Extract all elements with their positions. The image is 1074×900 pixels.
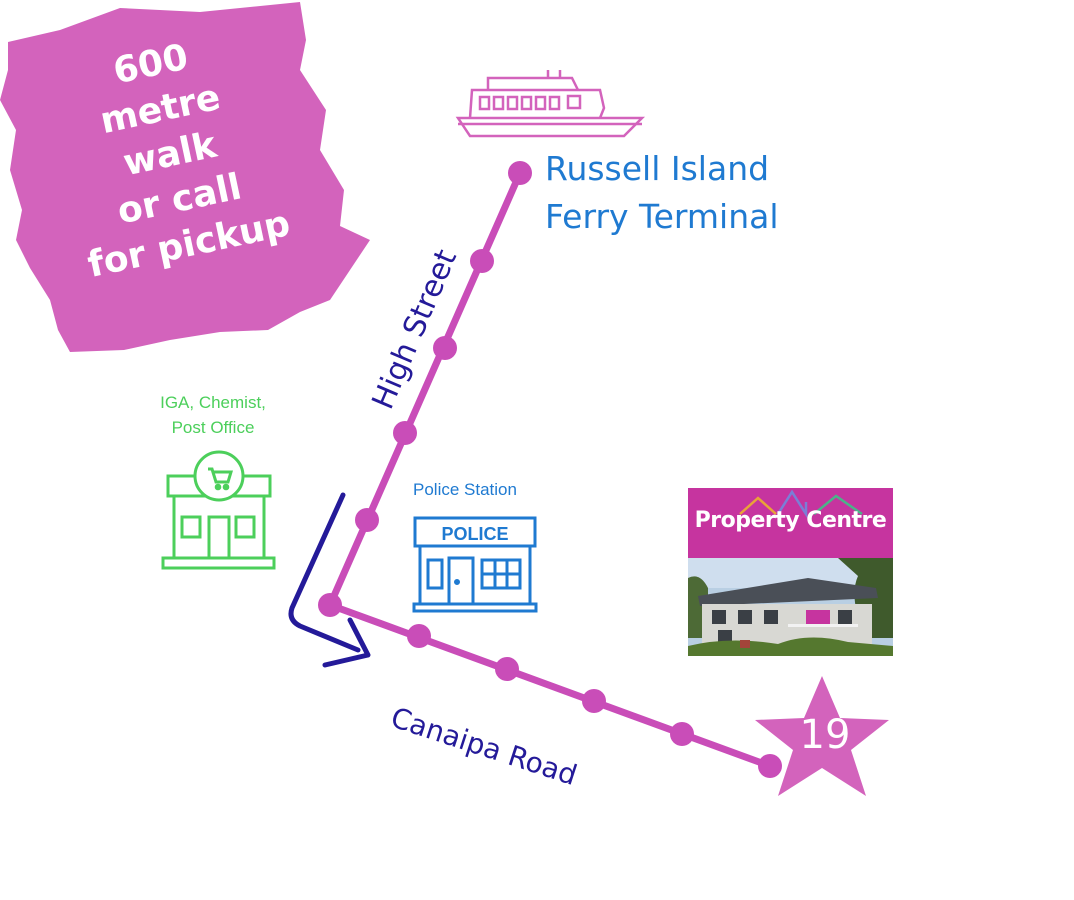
route-path	[326, 169, 774, 770]
property-centre-title: Property Centre	[694, 508, 887, 533]
ferry-terminal-label: Russell Island Ferry Terminal	[545, 145, 779, 241]
route-stop-corner	[318, 593, 342, 617]
callout-blob	[0, 2, 370, 352]
route-stops	[318, 161, 782, 778]
destination-number: 19	[799, 712, 851, 758]
ferry-terminal-line1: Russell Island	[545, 149, 770, 188]
police-station-label: Police Station	[413, 480, 517, 499]
route-stop	[670, 722, 694, 746]
route-stop-ferry	[508, 161, 532, 185]
police-sign-text: POLICE	[441, 524, 508, 544]
route-stop-destination	[758, 754, 782, 778]
destination-star-icon	[755, 676, 889, 796]
route-stop	[433, 336, 457, 360]
house-outlines-icon	[739, 489, 863, 518]
property-centre-card: Property Centre	[688, 488, 893, 656]
property-photo	[688, 558, 893, 656]
route-stop	[470, 249, 494, 273]
shops-label-line2: Post Office	[171, 418, 255, 437]
property-centre-banner: Property Centre	[688, 488, 893, 558]
shops-label: IGA, Chemist, Post Office	[148, 390, 278, 440]
ferry-terminal-line2: Ferry Terminal	[545, 197, 779, 236]
police-station-icon	[412, 516, 538, 613]
route-stop	[582, 689, 606, 713]
shop-icon	[161, 450, 276, 570]
route-stop	[407, 624, 431, 648]
route-stop	[393, 421, 417, 445]
route-stop	[495, 657, 519, 681]
route-stop	[355, 508, 379, 532]
shops-label-line1: IGA, Chemist,	[160, 393, 266, 412]
ferry-icon	[455, 70, 646, 138]
turn-arrow-icon	[288, 492, 371, 668]
